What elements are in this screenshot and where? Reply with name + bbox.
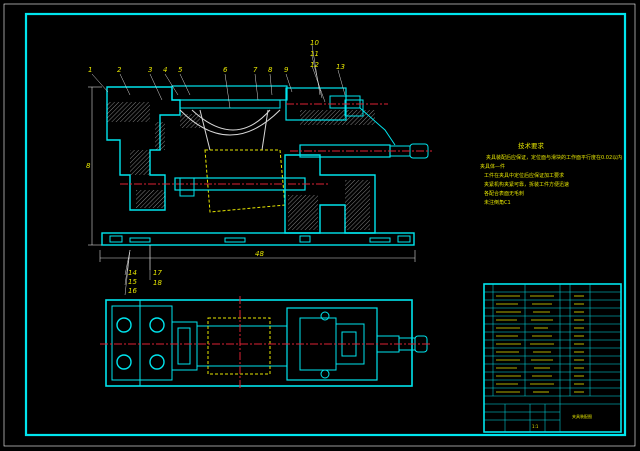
tech-line-6: 未注倒角C1 (484, 199, 511, 206)
part-label-12: 12 (310, 61, 319, 69)
part-label-7: 7 (253, 66, 258, 74)
part-label-6: 6 (223, 66, 228, 74)
drawing-title: 夹具装配图 (572, 413, 592, 419)
part-label-11: 11 (310, 50, 319, 58)
tech-line-5: 各配合表面无毛刺 (484, 190, 524, 197)
part-label-8: 8 (268, 66, 273, 74)
title-block: 夹具装配图 1:1 (483, 283, 622, 433)
front-view (88, 85, 432, 262)
part-label-18: 18 (153, 279, 162, 287)
part-label-9: 9 (284, 66, 289, 74)
outer-frame (3, 3, 636, 447)
part-label-10: 10 (310, 39, 319, 47)
part-number-labels: 1 2 3 4 5 6 7 8 9 10 11 12 13 14 15 16 1… (86, 39, 345, 295)
tech-line-2: 夹具体—件 (480, 163, 505, 170)
inner-frame (24, 12, 627, 437)
part-label-13: 13 (336, 63, 345, 71)
part-label-16: 16 (128, 287, 137, 295)
part-label-3: 3 (148, 66, 152, 74)
tech-requirements: 技术要求 夹具装配后应保证，定位面与滑块的工作面平行度在0.02以内 夹具体—件… (480, 141, 622, 206)
top-view (100, 296, 432, 390)
tech-requirements-title: 技术要求 (518, 141, 545, 150)
part-label-14: 14 (128, 269, 137, 277)
part-label-2: 2 (117, 66, 122, 74)
part-label-17: 17 (153, 269, 162, 277)
tech-line-1: 夹具装配后应保证，定位面与滑块的工作面平行度在0.02以内 (486, 154, 622, 161)
leader-lines-top (91, 44, 346, 296)
dimension-height-label: 8 (86, 162, 91, 170)
part-label-4: 4 (163, 66, 167, 74)
drawing-scale: 1:1 (532, 424, 539, 429)
dimension-length-label: 48 (255, 250, 264, 258)
tech-line-3: 工件在夹具中定位后应保证加工要求 (484, 172, 564, 179)
part-label-5: 5 (178, 66, 183, 74)
tech-line-4: 夹紧机构夹紧可靠，拆装工件方便迅速 (484, 181, 569, 188)
part-label-15: 15 (128, 278, 137, 286)
part-label-1: 1 (88, 66, 92, 74)
